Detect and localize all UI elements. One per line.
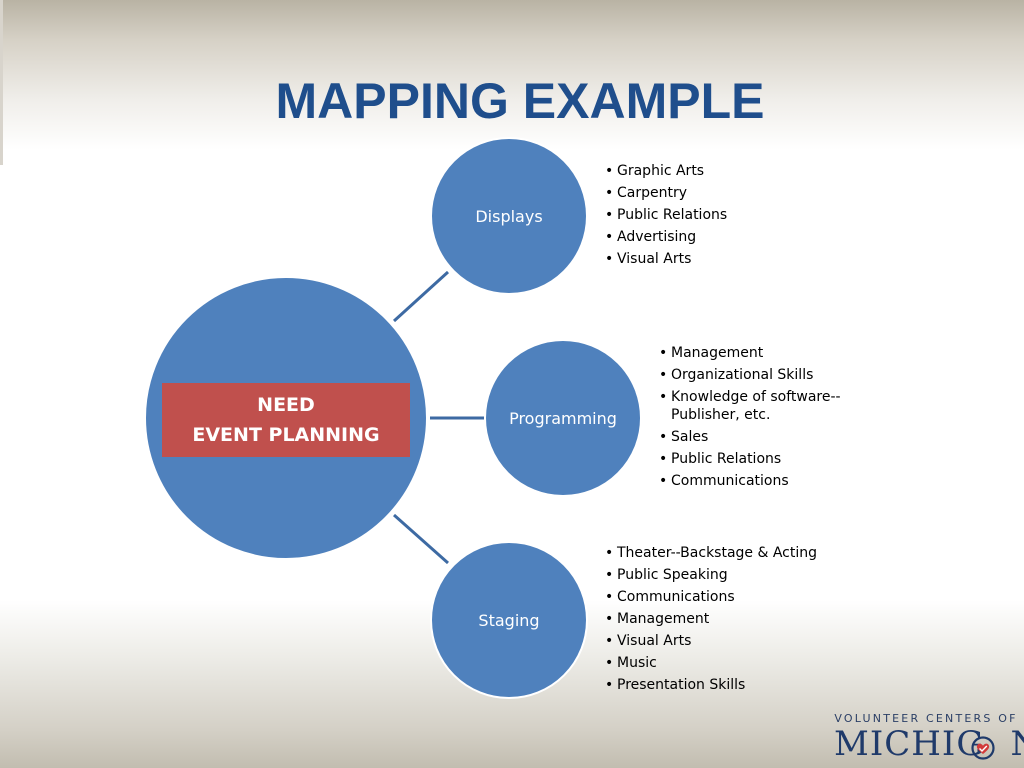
heart-icon <box>971 736 995 760</box>
staging-label: Staging <box>478 610 540 630</box>
logo-main-text: MICHIG N <box>834 724 1024 764</box>
list-item: Visual Arts <box>605 248 805 270</box>
list-item: Presentation Skills <box>605 674 865 696</box>
list-item: Public Relations <box>659 448 859 470</box>
list-item: Sales <box>659 426 859 448</box>
need-box: NEED EVENT PLANNING <box>162 383 410 457</box>
list-item: Advertising <box>605 226 805 248</box>
list-item: Visual Arts <box>605 630 865 652</box>
programming-skill-list: Management Organizational Skills Knowled… <box>659 342 859 492</box>
list-item: Organizational Skills <box>659 364 859 386</box>
connector-displays <box>392 270 450 323</box>
list-item: Knowledge of software--Publisher, etc. <box>659 388 859 424</box>
logo-main-end: N <box>1011 724 1024 764</box>
displays-label: Displays <box>475 206 543 226</box>
staging-skill-list: Theater--Backstage & Acting Public Speak… <box>605 542 865 696</box>
left-edge-bar <box>0 0 3 165</box>
programming-label: Programming <box>509 408 617 428</box>
slide-title: MAPPING EXAMPLE <box>275 73 765 129</box>
need-line1: NEED <box>257 394 315 416</box>
list-item: Theater--Backstage & Acting <box>605 542 865 564</box>
list-item: Music <box>605 652 865 674</box>
programming-circle: Programming <box>484 339 642 497</box>
list-item: Management <box>659 342 859 364</box>
displays-skill-list: Graphic Arts Carpentry Public Relations … <box>605 160 805 270</box>
list-item: Communications <box>605 586 865 608</box>
staging-circle: Staging <box>430 541 588 699</box>
list-item: Public Relations <box>605 204 805 226</box>
list-item: Communications <box>659 470 859 492</box>
list-item: Public Speaking <box>605 564 865 586</box>
logo-top-text: VOLUNTEER CENTERS OF <box>834 712 1018 725</box>
list-item: Carpentry <box>605 182 805 204</box>
volunteer-centers-logo: VOLUNTEER CENTERS OF MICHIG N <box>834 710 1024 764</box>
logo-main-start: MICHIG <box>834 724 985 764</box>
connector-staging <box>393 513 449 565</box>
list-item: Management <box>605 608 865 630</box>
need-line2: EVENT PLANNING <box>192 424 380 446</box>
list-item: Graphic Arts <box>605 160 805 182</box>
displays-circle: Displays <box>430 137 588 295</box>
